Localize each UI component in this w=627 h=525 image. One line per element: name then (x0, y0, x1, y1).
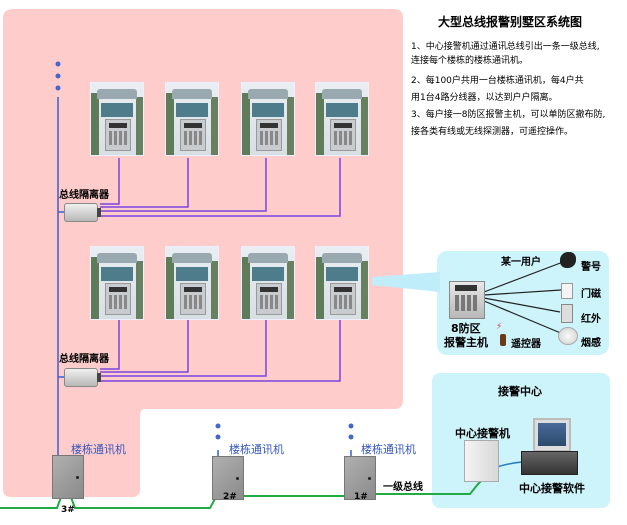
alarm-host-label-line2: 报警主机 (444, 336, 488, 349)
door-contact-icon (561, 283, 573, 299)
center-receiver-label: 中心接警机 (455, 427, 510, 440)
villa-icon (165, 82, 219, 156)
note-3-line2: 接各类有线或无线探测器，可遥控操作。 (411, 127, 574, 137)
building-comm-unit-icon (52, 455, 84, 499)
detector-wires (483, 261, 564, 335)
bus-isolator-label: 总线隔离器 (59, 190, 109, 201)
user-detail-title: 某一用户 (501, 257, 541, 268)
note-1-line1: 1、中心接警机通过通讯总线引出一条一级总线, (411, 42, 600, 52)
note-3-line1: 3、每户接一8防区报警主机，可以单防区撤布防, (411, 110, 606, 120)
alarm-host-label-line1: 8防区 (451, 322, 481, 335)
building-comm-unit-icon (344, 456, 376, 500)
bus-isolator-icon (64, 203, 101, 222)
building-comm-unit-icon (212, 456, 244, 500)
villa-icon (241, 82, 295, 156)
detector-label: 警号 (581, 262, 601, 273)
center-receiver-icon (464, 440, 499, 482)
villa-icon (90, 82, 144, 156)
alarm-host-icon (449, 281, 485, 319)
remote-control-label: 遥控器 (511, 339, 541, 350)
note-2-line2: 用1台4路分线器，以达到户户隔离。 (411, 93, 558, 103)
center-software-label: 中心接警软件 (519, 482, 585, 495)
villa-icon (241, 246, 295, 320)
computer-case-icon (521, 451, 578, 475)
note-2-line1: 2、每100户共用一台楼栋通讯机，每4户共 (411, 76, 584, 86)
detector-label: 烟感 (581, 338, 601, 349)
villa-icon (315, 246, 369, 320)
infrared-detector-icon (561, 304, 573, 323)
signal-icon: ⚡ (496, 322, 503, 332)
bus-isolator-icon (64, 368, 101, 387)
bus-isolator-label: 总线隔离器 (59, 354, 109, 365)
continuation-dot (348, 434, 354, 440)
building-comm-label: 楼栋通讯机 (229, 443, 284, 456)
building-comm-label: 楼栋通讯机 (71, 443, 126, 456)
detector-label: 门磁 (581, 289, 601, 300)
continuation-dot (215, 423, 221, 429)
note-1-line2: 连接每个楼栋的楼栋通讯机。 (411, 56, 529, 66)
continuation-dot (55, 61, 61, 67)
continuation-dot (348, 423, 354, 429)
continuation-dot (55, 85, 61, 91)
villa-icon (165, 246, 219, 320)
continuation-dot (55, 73, 61, 79)
diagram-title: 大型总线报警别墅区系统图 (438, 15, 583, 29)
smoke-detector-icon (558, 327, 578, 345)
building-number: 3# (61, 505, 75, 515)
villa-icon (315, 82, 369, 156)
bottom-branch-wires (100, 320, 341, 382)
primary-bus-label: 一级总线 (383, 482, 423, 493)
villa-icon (90, 246, 144, 320)
building-number: 2# (223, 492, 237, 502)
building-number: 1# (354, 492, 368, 502)
top-branch-wires (100, 158, 341, 217)
monitor-icon (533, 418, 571, 452)
alarm-center-title: 接警中心 (498, 385, 542, 398)
center-cable (496, 461, 523, 468)
remote-control-icon (500, 334, 506, 346)
detector-label: 红外 (581, 314, 601, 325)
callout-wedge (372, 272, 440, 292)
siren-icon (560, 252, 576, 268)
continuation-dot (215, 434, 221, 440)
building-comm-label: 楼栋通讯机 (361, 443, 416, 456)
